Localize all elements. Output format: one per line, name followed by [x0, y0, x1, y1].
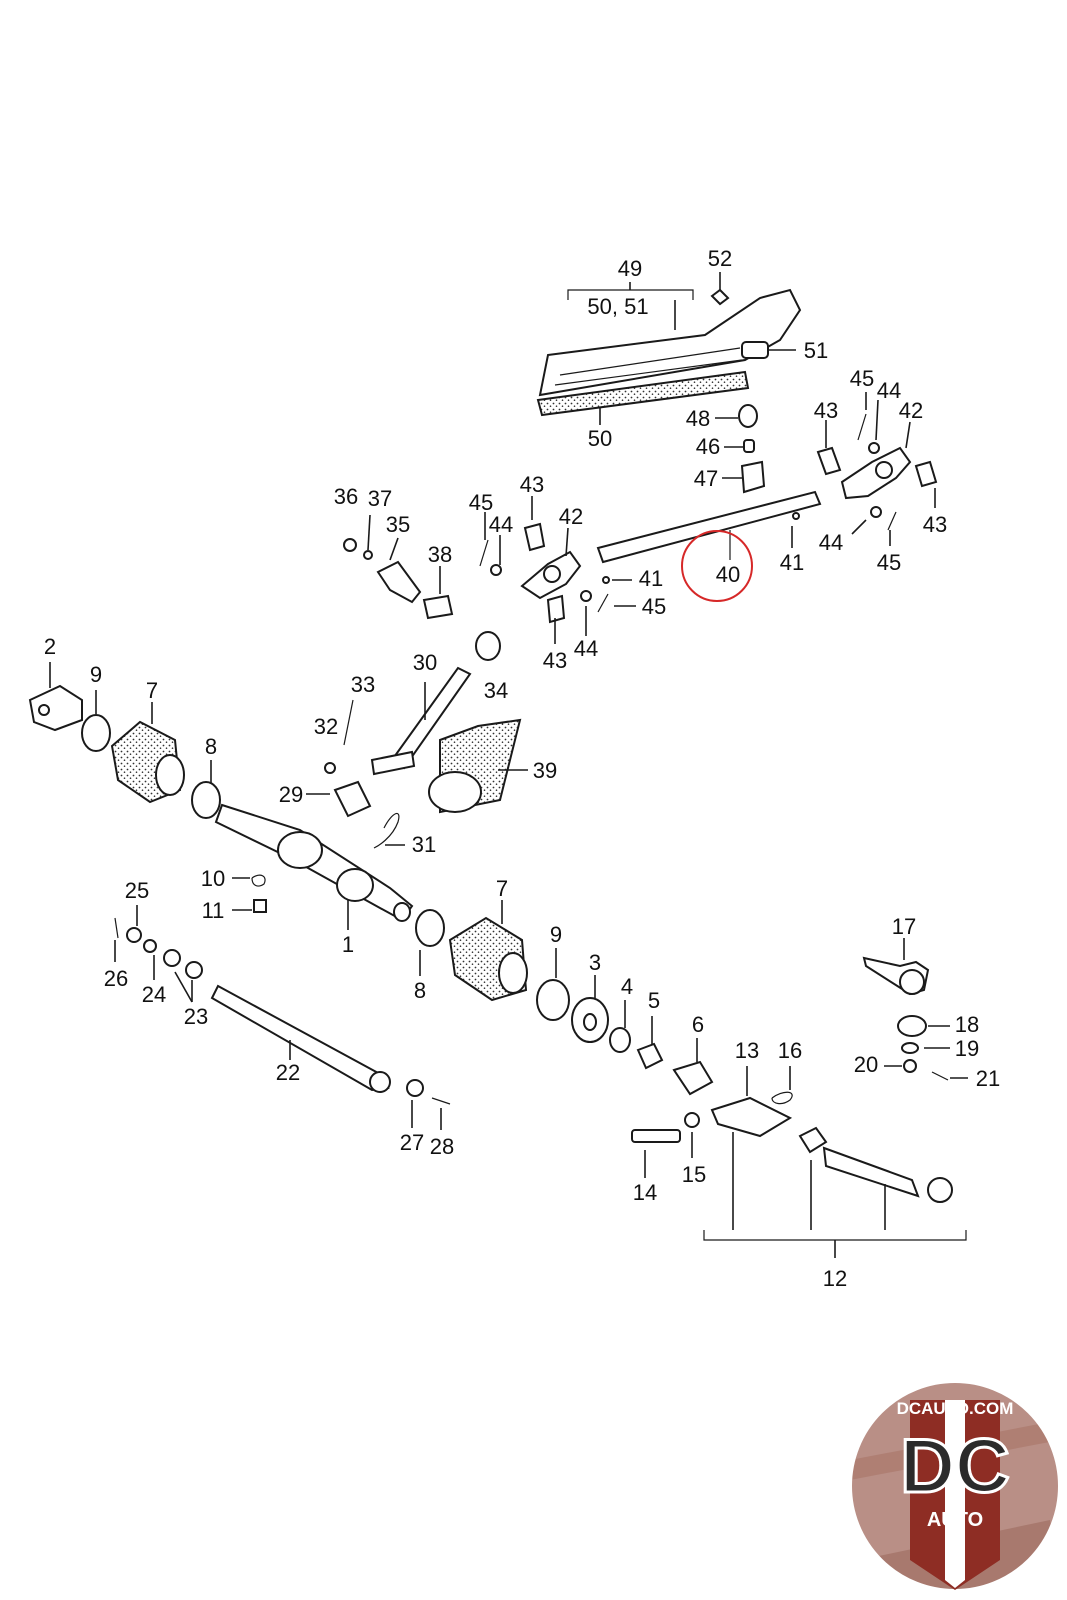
label-part-22: 22 [276, 1060, 300, 1085]
clamp-parts-35-38 [343, 514, 454, 620]
label-part-1: 1 [342, 932, 354, 957]
label-part-35: 35 [386, 512, 410, 537]
label-part-7-left: 7 [146, 678, 158, 703]
logo-url-text: DCAUTO.COM [897, 1399, 1014, 1418]
label-part-16: 16 [778, 1038, 802, 1063]
label-part-42-right: 42 [899, 398, 923, 423]
ring-part-8-left [191, 760, 221, 819]
steering-shaft-part-40 [596, 490, 822, 564]
label-part-19: 19 [955, 1036, 979, 1061]
label-part-43-right-bottom: 43 [923, 512, 947, 537]
universal-joint-right-part-42 [792, 413, 938, 531]
boot-part-39 [428, 718, 528, 814]
label-part-41-left: 41 [639, 566, 663, 591]
label-part-18: 18 [955, 1012, 979, 1037]
ring-part-9-left [81, 690, 111, 752]
label-part-45-right-bottom: 45 [877, 550, 901, 575]
ring-part-9-right [536, 948, 570, 1021]
label-part-44-left-bottom: 44 [574, 636, 598, 661]
label-part-39: 39 [533, 758, 557, 783]
label-part-38: 38 [428, 542, 452, 567]
label-part-27: 27 [400, 1130, 424, 1155]
ball-joint-parts-17-21 [862, 938, 968, 1081]
dcauto-logo: DCAUTO.COM DC AUTO [848, 1379, 1062, 1593]
label-part-5: 5 [648, 988, 660, 1013]
label-part-33: 33 [351, 672, 375, 697]
label-part-45-left-bottom: 45 [642, 594, 666, 619]
label-part-44-right-top: 44 [877, 378, 901, 403]
label-part-44-left-top: 44 [489, 512, 513, 537]
label-part-45-left-top: 45 [469, 490, 493, 515]
part-number-labels: 49 52 50, 51 51 50 48 46 47 45 44 43 42 … [44, 246, 1000, 1291]
label-part-21: 21 [976, 1066, 1000, 1091]
cover-group-part-49 [536, 272, 802, 425]
label-part-42-left: 42 [559, 504, 583, 529]
label-part-26: 26 [104, 966, 128, 991]
label-part-43-right-top: 43 [814, 398, 838, 423]
label-part-50: 50 [588, 426, 612, 451]
label-part-24: 24 [142, 982, 166, 1007]
label-part-6: 6 [692, 1012, 704, 1037]
label-part-45-right-top: 45 [850, 366, 874, 391]
washer-parts-3-6 [571, 975, 714, 1096]
label-part-47: 47 [694, 466, 718, 491]
pinion-part-30 [370, 666, 472, 776]
leader-lines-41-45 [484, 392, 936, 644]
ring-part-8-right [415, 909, 445, 976]
label-part-20: 20 [854, 1052, 878, 1077]
label-part-25: 25 [125, 878, 149, 903]
label-part-8-left: 8 [205, 734, 217, 759]
label-part-7-right: 7 [496, 876, 508, 901]
label-part-52: 52 [708, 246, 732, 271]
universal-joint-left-part-42 [479, 522, 610, 624]
label-part-31: 31 [412, 832, 436, 857]
label-part-12: 12 [823, 1266, 847, 1291]
label-part-43-left-bottom: 43 [543, 648, 567, 673]
label-part-11: 11 [202, 898, 225, 923]
label-part-48: 48 [686, 406, 710, 431]
label-part-28: 28 [430, 1134, 454, 1159]
label-part-2: 2 [44, 634, 56, 659]
label-part-8-right: 8 [414, 978, 426, 1003]
label-part-15: 15 [682, 1162, 706, 1187]
label-part-36: 36 [334, 484, 358, 509]
label-part-51: 51 [804, 338, 828, 363]
boot-part-7-left [110, 702, 185, 804]
label-part-43-left-top: 43 [520, 472, 544, 497]
label-part-29: 29 [279, 782, 303, 807]
bushing-part-34 [475, 631, 501, 661]
label-part-9-right: 9 [550, 922, 562, 947]
mounting-part-2 [28, 662, 83, 732]
label-part-44-right-bottom: 44 [819, 530, 843, 555]
label-part-49: 49 [618, 256, 642, 281]
label-part-46: 46 [696, 434, 720, 459]
bolt-parts-10-11 [232, 874, 267, 913]
bushing-parts-46-48 [715, 404, 766, 494]
label-part-40: 40 [716, 562, 740, 587]
label-part-4: 4 [621, 974, 633, 999]
label-part-23: 23 [184, 1004, 208, 1029]
label-part-10: 10 [201, 866, 225, 891]
steering-arm-group-part-12 [631, 1066, 967, 1258]
label-part-37: 37 [368, 486, 392, 511]
highlight-circle-part-40 [681, 530, 753, 602]
label-part-30: 30 [413, 650, 437, 675]
label-part-41-right: 41 [780, 550, 804, 575]
small-parts-29-33 [306, 699, 405, 849]
label-part-13: 13 [735, 1038, 759, 1063]
label-part-9-left: 9 [90, 662, 102, 687]
logo-mark: DC [900, 1424, 1010, 1509]
small-parts-23-28 [114, 905, 451, 1130]
label-part-50-51: 50, 51 [587, 294, 648, 319]
label-part-34: 34 [484, 678, 508, 703]
label-part-32: 32 [314, 714, 338, 739]
rack-housing-part-1 [214, 803, 414, 930]
logo-sub: AUTO [927, 1509, 983, 1531]
tie-rod-part-22 [210, 984, 391, 1093]
label-part-14: 14 [633, 1180, 657, 1205]
boot-part-7-right [448, 900, 528, 1002]
label-part-3: 3 [589, 950, 601, 975]
label-part-17: 17 [892, 914, 916, 939]
